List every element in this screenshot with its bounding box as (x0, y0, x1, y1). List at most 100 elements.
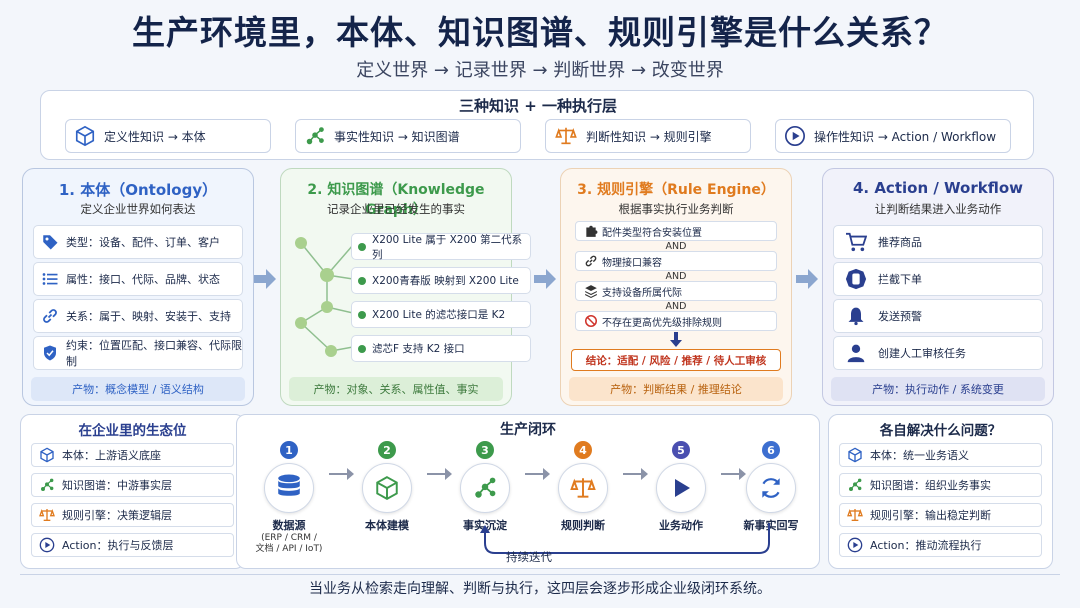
loop-title: 生产闭环 (500, 422, 556, 438)
solve-panel: 各自解决什么问题？ 本体：统一业务语义 知识图谱：组织业务事实 规则引擎：输出稳… (828, 414, 1053, 569)
kg-fact-text: X200 Lite 属于 X200 第二代系列 (372, 233, 523, 261)
loop-step: 1 数据源 (ERP / CRM / 文档 / API / IoT) (249, 441, 329, 555)
knowledge-item-label: 判断性知识 → 规则引擎 (586, 129, 712, 144)
ecosystem-row-text: 本体：上游语义底座 (62, 449, 161, 462)
ban-icon (584, 314, 598, 328)
action-title: 4. Action / Workflow (852, 179, 1024, 197)
page-title: 生产环境里，本体、知识图谱、规则引擎是什么关系？ (132, 13, 948, 52)
rule-conclusion: 结论：适配 / 风险 / 推荐 / 待人工审核 (571, 349, 781, 371)
footer-text: 当业务从检索走向理解、判断与执行，这四层会逐步形成企业级闭环系统。 (309, 581, 771, 597)
production-loop-panel: 生产闭环 1 数据源 (ERP / CRM / 文档 / API / IoT) … (236, 414, 820, 569)
cube-icon (376, 476, 398, 500)
ecosystem-row-text: 知识图谱：中游事实层 (62, 479, 172, 492)
ecosystem-panel: 在企业里的生态位 本体：上游语义底座 知识图谱：中游事实层 规则引擎：决策逻辑层… (20, 414, 245, 569)
loop-step: 4 规则判断 (543, 441, 623, 533)
play-icon (785, 126, 805, 146)
knowledge-item-label: 定义性知识 → 本体 (104, 129, 206, 144)
scale-icon (570, 478, 596, 498)
flow-arrow-icon (254, 269, 276, 289)
action-row-text: 发送预警 (878, 310, 922, 323)
knowledge-item-label: 操作性知识 → Action / Workflow (814, 129, 997, 144)
knowledge-item-definition: 定义性知识 → 本体 (65, 119, 271, 153)
action-panel: 4. Action / Workflow 让判断结果进入业务动作 推荐商品 拦截… (822, 168, 1054, 406)
person-icon (847, 344, 865, 363)
kg-fact: X200青春版 映射到 X200 Lite (351, 267, 531, 294)
arrow-right-icon (427, 468, 452, 480)
knowledge-item-judgment: 判断性知识 → 规则引擎 (545, 119, 751, 153)
graph-icon (306, 127, 324, 145)
kg-fact: X200 Lite 的滤芯接口是 K2 (351, 301, 531, 328)
rule-subtitle: 根据事实执行业务判断 (618, 202, 734, 216)
cube-icon (848, 447, 862, 463)
step-number: 6 (762, 441, 780, 459)
play-icon (39, 537, 55, 553)
and-label: AND (665, 301, 687, 312)
three-knowledge-title: 三种知识 + 一种执行层 (458, 97, 617, 115)
knowledge-item-operation: 操作性知识 → Action / Workflow (775, 119, 1011, 153)
graph-icon (475, 477, 496, 498)
solve-row: Action：推动流程执行 (839, 533, 1042, 557)
step-number: 5 (672, 441, 690, 459)
puzzle-icon (586, 225, 598, 237)
rule-condition: 配件类型符合安装位置 (575, 221, 777, 241)
three-knowledge-panel: 三种知识 + 一种执行层 定义性知识 → 本体 事实性知识 → 知识图谱 判断性… (40, 90, 1034, 160)
ontology-subtitle: 定义企业世界如何表达 (80, 202, 196, 216)
rule-panel: 3. 规则引擎（Rule Engine） 根据事实执行业务判断 配件类型符合安装… (560, 168, 792, 406)
scale-icon (555, 127, 577, 145)
ontology-panel: 1. 本体（Ontology） 定义企业世界如何表达 类型：设备、配件、订单、客… (22, 168, 254, 406)
action-row: 推荐商品 (833, 225, 1043, 259)
cart-icon (846, 232, 867, 252)
rule-condition: 支持设备所属代际 (575, 281, 777, 301)
database-icon (278, 474, 300, 496)
scale-icon (39, 509, 55, 521)
kg-output: 产物：对象、关系、属性值、事实 (289, 377, 503, 401)
rule-condition-text: 配件类型符合安装位置 (602, 227, 702, 239)
loop-step: 3 事实沉淀 (445, 441, 525, 533)
ontology-row-text: 属性：接口、代际、品牌、状态 (66, 273, 220, 286)
action-row: 拦截下单 (833, 262, 1043, 296)
step-number: 3 (476, 441, 494, 459)
ecosystem-row-text: 规则引擎：决策逻辑层 (62, 509, 172, 522)
rule-output: 产物：判断结果 / 推理结论 (569, 377, 783, 401)
solve-row: 本体：统一业务语义 (839, 443, 1042, 467)
action-output: 产物：执行动作 / 系统变更 (831, 377, 1045, 401)
ecosystem-row: 规则引擎：决策逻辑层 (31, 503, 234, 527)
link-icon (43, 309, 57, 323)
solve-row-text: Action：推动流程执行 (870, 539, 982, 552)
ecosystem-row: 知识图谱：中游事实层 (31, 473, 234, 497)
ecosystem-row: Action：执行与反馈层 (31, 533, 234, 557)
kg-panel: 2. 知识图谱（Knowledge Graph） 记录企业里已经发生的事实 X2… (280, 168, 531, 406)
kg-fact-text: X200 Lite 的滤芯接口是 K2 (372, 309, 506, 321)
play-icon (847, 537, 863, 553)
rule-condition-text: 支持设备所属代际 (602, 287, 682, 299)
rule-condition: 物理接口兼容 (575, 251, 777, 271)
arrow-down-icon (670, 332, 682, 347)
flow-arrow-icon (796, 269, 818, 289)
graph-network-icon (295, 237, 353, 357)
scale-icon (847, 509, 863, 521)
solve-row: 知识图谱：组织业务事实 (839, 473, 1042, 497)
shield-icon (44, 345, 56, 361)
solve-row-text: 知识图谱：组织业务事实 (870, 479, 991, 492)
arrow-right-icon (329, 468, 354, 480)
solve-row-text: 本体：统一业务语义 (870, 449, 969, 462)
hand-icon (845, 268, 867, 290)
rule-condition-text: 不存在更高优先级排除规则 (602, 317, 722, 329)
knowledge-item-fact: 事实性知识 → 知识图谱 (295, 119, 521, 153)
and-label: AND (665, 271, 687, 282)
rule-condition: 不存在更高优先级排除规则 (575, 311, 777, 331)
list-icon (42, 273, 58, 285)
flow-arrow-icon (534, 269, 556, 289)
step-number: 1 (280, 441, 298, 459)
refresh-icon (762, 478, 780, 498)
play-icon (675, 479, 690, 497)
kg-fact-text: X200青春版 映射到 X200 Lite (372, 275, 519, 287)
ontology-row-text: 关系：属于、映射、安装于、支持 (66, 310, 231, 323)
rule-title: 3. 规则引擎（Rule Engine） (577, 182, 775, 198)
action-subtitle: 让判断结果进入业务动作 (874, 202, 1002, 216)
step-label: 业务动作 (659, 519, 703, 532)
step-number: 4 (574, 441, 592, 459)
action-row: 创建人工审核任务 (833, 336, 1043, 370)
solve-row-text: 规则引擎：输出稳定判断 (870, 509, 991, 522)
layers-icon (585, 285, 597, 298)
